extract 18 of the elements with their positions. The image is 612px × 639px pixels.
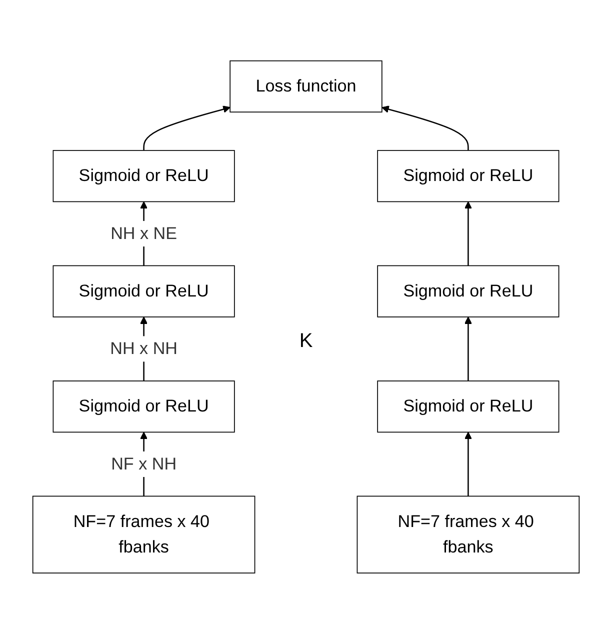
edge-label: NH x NE — [110, 224, 178, 244]
arrow — [464, 201, 472, 266]
node-box: Loss function — [230, 60, 382, 113]
edge-label: NF x NH — [111, 454, 177, 474]
node-box: Sigmoid or ReLU — [377, 265, 560, 318]
arrow — [382, 106, 469, 151]
node-box: Sigmoid or ReLU — [52, 265, 235, 318]
node-box: Sigmoid or ReLU — [377, 380, 560, 433]
arrow — [143, 106, 230, 151]
arrow — [464, 316, 472, 382]
node-box: NF=7 frames x 40 fbanks — [356, 496, 580, 574]
node-box: Sigmoid or ReLU — [52, 380, 235, 433]
node-box: NF=7 frames x 40 fbanks — [32, 496, 256, 574]
node-box: Sigmoid or ReLU — [52, 150, 235, 202]
node-box: Sigmoid or ReLU — [377, 150, 560, 202]
group-label: K — [298, 329, 314, 354]
edge-label: NH x NH — [110, 340, 178, 358]
arrow — [464, 432, 472, 496]
